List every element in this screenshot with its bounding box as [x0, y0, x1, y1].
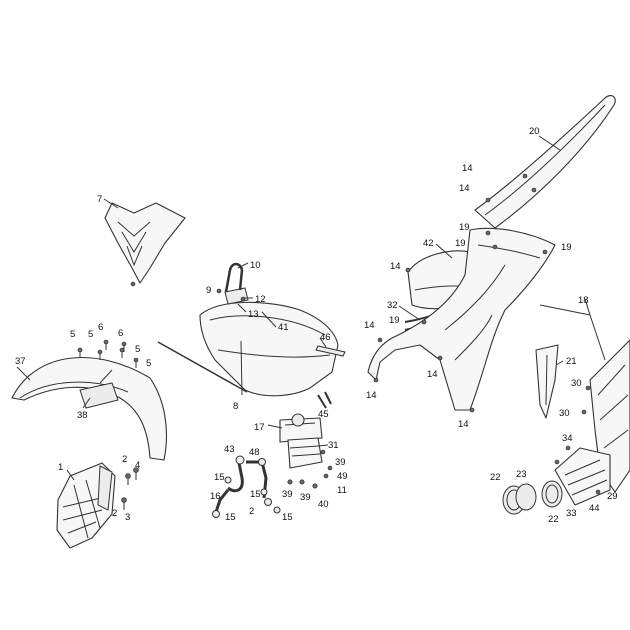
intake-boot [502, 445, 611, 515]
callout-30: 30 [571, 378, 582, 389]
callout-2: 2 [122, 454, 127, 465]
callout-33: 33 [566, 508, 577, 519]
callout-5: 5 [135, 344, 140, 355]
callout-49: 2 [249, 506, 254, 517]
rear-frame-cover [367, 227, 556, 411]
front-bolts [77, 339, 139, 510]
callout-5: 5 [70, 329, 75, 340]
callout-22: 22 [548, 514, 559, 525]
small-cover [535, 344, 559, 419]
callout-31: 31 [328, 440, 339, 451]
callout-39: 39 [300, 492, 311, 503]
callout-39: 39 [282, 489, 293, 500]
callout-15: 15 [225, 512, 236, 523]
rear-fender [474, 95, 616, 229]
callout-1: 1 [58, 462, 63, 473]
callout-19: 19 [459, 222, 470, 233]
callout-34: 34 [562, 433, 573, 444]
callout-14: 14 [459, 183, 470, 194]
callout-39: 39 [335, 457, 346, 468]
callout-labels: 1 2 2 3 4 5 5 5 5 6 6 7 8 9 10 11 12 13 … [15, 126, 618, 525]
fuel-tank [199, 287, 339, 397]
breather-hose [216, 262, 246, 302]
callout-7: 7 [97, 194, 102, 205]
callout-13: 13 [248, 309, 259, 320]
fuel-pump [279, 413, 333, 479]
callout-9: 9 [206, 285, 211, 296]
callout-14: 14 [366, 390, 377, 401]
callout-10: 10 [250, 260, 261, 271]
callout-6: 6 [118, 328, 123, 339]
callout-15: 15 [250, 489, 261, 500]
callout-44: 45 [318, 409, 329, 420]
callout-18: 18 [578, 295, 589, 306]
callout-40: 41 [278, 322, 289, 333]
callout-38: 38 [77, 410, 88, 421]
callout-5: 5 [146, 358, 151, 369]
callout-14: 14 [458, 419, 469, 430]
callout-15: 15 [282, 512, 293, 523]
callout-15: 15 [214, 472, 225, 483]
callout-2: 2 [112, 508, 117, 519]
callout-23: 23 [516, 469, 527, 480]
callout-19: 19 [389, 315, 400, 326]
callout-43: 44 [589, 503, 600, 514]
callout-37: 37 [15, 356, 26, 367]
callout-19: 19 [455, 238, 466, 249]
fuel-hoses [212, 455, 318, 518]
callout-4: 4 [135, 460, 140, 471]
callout-21: 21 [566, 356, 577, 367]
callout-41: 42 [423, 238, 434, 249]
tank-trim [315, 345, 346, 357]
disc-guard [56, 462, 116, 549]
callout-46: 48 [249, 447, 260, 458]
callout-14: 14 [390, 261, 401, 272]
callout-14: 14 [462, 163, 473, 174]
headlight-mask [104, 202, 186, 287]
callout-17: 17 [254, 422, 265, 433]
callout-19: 19 [561, 242, 572, 253]
tank-pins [317, 391, 332, 409]
callout-42: 43 [224, 444, 235, 455]
callout-12: 12 [255, 294, 266, 305]
callout-11: 11 [337, 485, 347, 496]
callout-8: 8 [233, 401, 238, 412]
callout-39: 40 [318, 499, 329, 510]
callout-30: 30 [559, 408, 570, 419]
callout-32: 32 [387, 300, 398, 311]
leader-lines [16, 135, 606, 481]
callout-45: 46 [320, 332, 331, 343]
callout-16: 16 [210, 491, 221, 502]
frame-cover-bolts [373, 230, 548, 413]
callout-6: 6 [98, 322, 103, 333]
callout-22: 22 [490, 472, 501, 483]
front-fender [11, 356, 168, 461]
callout-3: 3 [125, 512, 130, 523]
callout-29: 29 [607, 491, 618, 502]
callout-5: 5 [88, 329, 93, 340]
callout-48: 49 [337, 471, 348, 482]
callout-14: 14 [364, 320, 375, 331]
callout-14: 14 [427, 369, 438, 380]
callout-20: 20 [529, 126, 540, 137]
tank-rod [157, 341, 248, 393]
